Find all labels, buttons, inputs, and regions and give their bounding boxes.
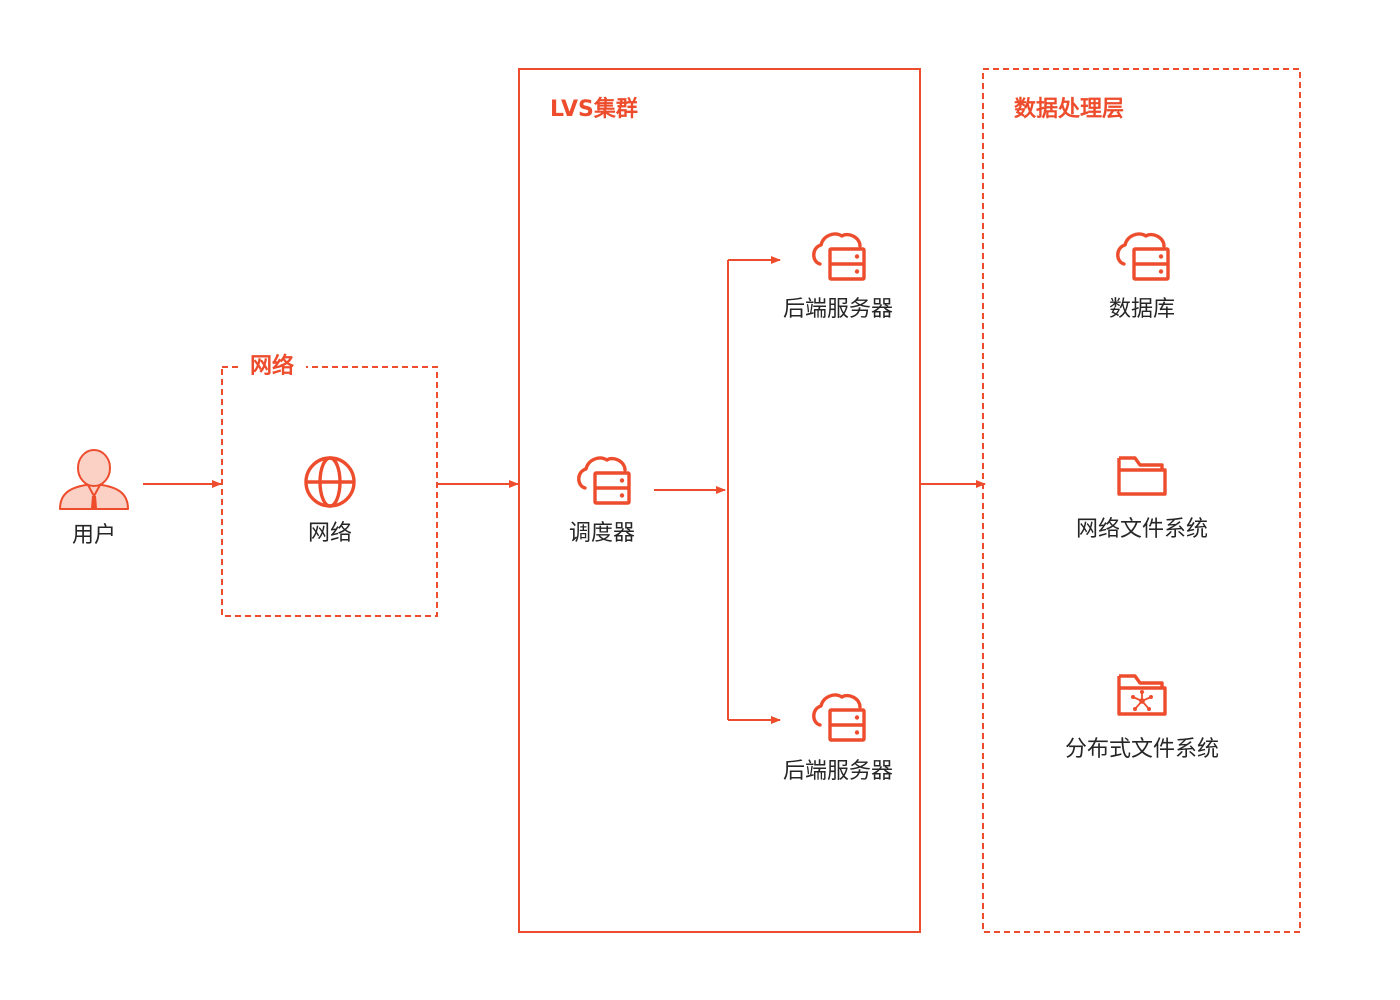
dfs-label: 分布式文件系统 [1064,737,1220,762]
globe-icon [304,456,356,508]
network-group-frame [221,366,438,617]
user-label: 用户 [71,523,117,548]
lvs-cluster-frame [518,68,921,933]
user-icon [59,449,129,510]
database-label: 数据库 [1108,297,1176,322]
network-label: 网络 [307,521,353,546]
network-group-title: 网络 [250,354,295,379]
data-layer-frame [982,68,1301,933]
folder-icon [1117,456,1167,496]
database-icon [1116,232,1170,281]
nfs-label: 网络文件系统 [1075,517,1209,542]
backend-bottom-label: 后端服务器 [782,759,894,784]
lvs-cluster-title: LVS集群 [550,97,638,122]
backend-top-icon [812,232,866,281]
backend-top-label: 后端服务器 [782,297,894,322]
scheduler-icon [577,456,631,505]
scheduler-label: 调度器 [568,521,636,546]
network-group-title-gap [240,356,306,378]
backend-bottom-icon [812,693,866,742]
network-folder-icon [1117,674,1167,716]
data-layer-title: 数据处理层 [1014,97,1125,122]
